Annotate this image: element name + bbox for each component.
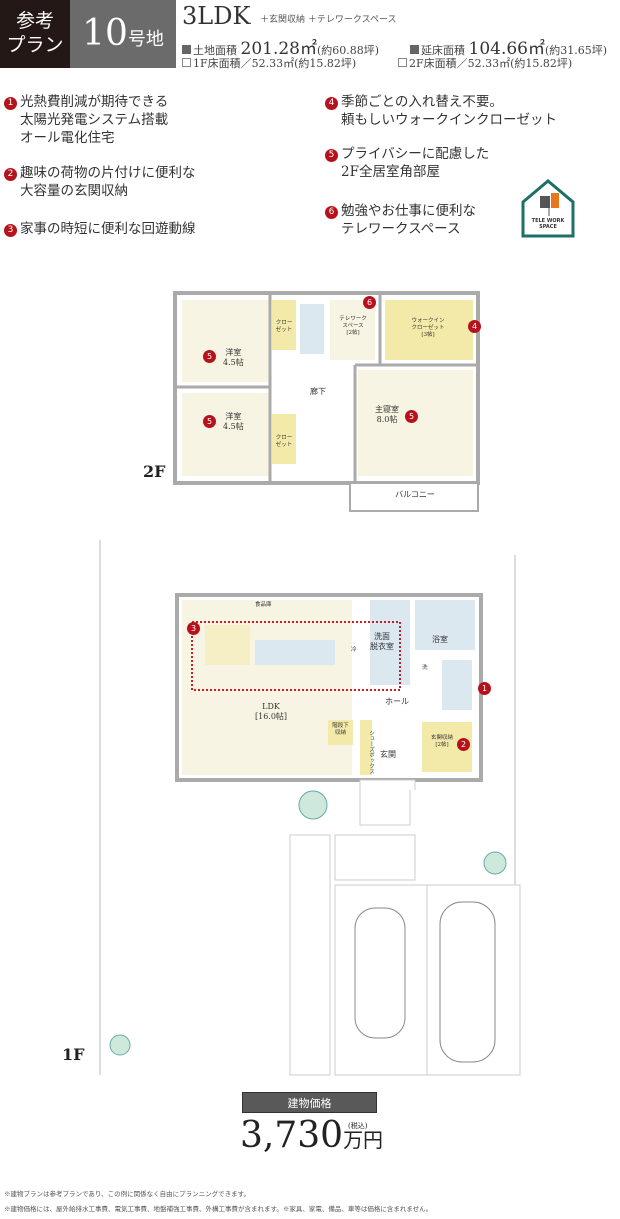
feature-text: 光熱費削減が期待できる — [20, 94, 169, 110]
site-plan-1f — [99, 540, 521, 1076]
feature-text: 勉強やお仕事に便利な — [341, 203, 476, 219]
feature-number: 3 — [4, 224, 17, 237]
marker-5: 5 — [203, 350, 216, 363]
marker-2: 2 — [457, 738, 470, 751]
lot-suffix: 号地 — [127, 29, 164, 50]
land-area: 土地面積 201.28㎡(約60.88坪) — [182, 34, 379, 59]
feature-text: オール電化住宅 — [20, 130, 115, 146]
layout-type: 3LDK — [182, 2, 251, 30]
entrance: 玄関 — [380, 750, 396, 759]
room-western-2: 洋室 4.5帖 — [223, 412, 244, 431]
feature-number: 6 — [325, 206, 338, 219]
feature-number: 1 — [4, 97, 17, 110]
floor-label-2f: 2F — [143, 462, 166, 481]
telework-space: テレワーク スペース [2帖] — [339, 316, 367, 336]
shoe-box: シューズボックス — [368, 730, 374, 774]
feature-number: 4 — [325, 97, 338, 110]
feature-text: 家事の時短に便利な回遊動線 — [20, 221, 196, 237]
room-western-1: 洋室 4.5帖 — [223, 348, 244, 367]
plan-badge: 参考プラン — [0, 0, 70, 68]
lot-badge: 10号地 — [70, 0, 176, 68]
feature-text: 太陽光発電システム搭載 — [20, 112, 169, 128]
badge-line1: 参考 — [15, 10, 54, 32]
price-amount: 3,730 — [240, 1115, 344, 1156]
feature-text: 頼もしいウォークインクローゼット — [341, 112, 557, 128]
total-floor-area: 延床面積 104.66㎡(約31.65坪) — [410, 34, 607, 59]
lot-number: 10 — [82, 13, 128, 54]
options: ＋玄関収納 ＋テレワークスペース — [260, 15, 397, 25]
fridge: 冷 — [351, 647, 357, 653]
feature-text: テレワークスペース — [341, 221, 461, 237]
marker-5: 5 — [405, 410, 418, 423]
room-ldk: LDK [16.0帖] — [255, 702, 288, 721]
floor1-area: 1F床面積／52.33㎡(約15.82坪) — [182, 55, 356, 71]
closet-2: クロー ゼット — [275, 435, 293, 448]
bathroom: 浴室 — [432, 635, 448, 644]
under-stairs-storage: 階段下 収納 — [332, 723, 349, 736]
marker-6: 6 — [363, 296, 376, 309]
feature-number: 2 — [4, 168, 17, 181]
walk-in-closet: ウォークイン クローゼット [3帖] — [411, 318, 445, 338]
floor-label-1f: 1F — [62, 1045, 85, 1064]
feature-text: 大容量の玄関収納 — [20, 183, 128, 199]
hallway: 廊下 — [310, 387, 326, 396]
pantry: 食品庫 — [255, 602, 272, 608]
feature-text: 趣味の荷物の片付けに便利な — [20, 165, 196, 181]
price-tax: (税込) — [348, 1122, 368, 1130]
marker-1: 1 — [478, 682, 491, 695]
marker-5: 5 — [203, 415, 216, 428]
washer: 洗 — [422, 665, 428, 671]
washroom: 洗面 脱衣室 — [370, 632, 394, 651]
marker-3: 3 — [187, 622, 200, 635]
master-bedroom: 主寝室 8.0帖 — [375, 405, 399, 424]
entrance-storage: 玄関収納 [2帖] — [430, 735, 453, 748]
closet-1: クロー ゼット — [275, 320, 293, 333]
floor-plan-2f: 洋室 4.5帖 洋室 4.5帖 クロー ゼット クロー ゼット テレワーク スペ… — [170, 290, 485, 515]
badge-line2: プラン — [6, 34, 64, 56]
feature-number: 5 — [325, 149, 338, 162]
floor-plan-1f: LDK [16.0帖] 洗面 脱衣室 浴室 ホール 玄関 玄関収納 [2帖] 階… — [170, 590, 500, 790]
price-label: 建物価格 — [242, 1092, 377, 1113]
footnote-1: ※建物プランは参考プランであり、この例に関係なく自由にプランニングできます。 — [4, 1190, 251, 1198]
footnote-2: ※建物価格には、屋外給排水工事費、電気工事費、地盤補強工事費、外構工事費が含まれ… — [4, 1205, 433, 1213]
hall: ホール — [385, 697, 409, 706]
feature-text: 2F全居室角部屋 — [341, 164, 440, 180]
floor2-area: 2F床面積／52.33㎡(約15.82坪) — [398, 55, 572, 71]
price: 3,730万円(税込) — [240, 1115, 383, 1156]
price-unit: 万円 — [343, 1128, 384, 1152]
marker-4: 4 — [468, 320, 481, 333]
balcony: バルコニー — [395, 490, 435, 499]
feature-text: 季節ごとの入れ替え不要。 — [341, 94, 503, 110]
feature-text: プライバシーに配慮した — [341, 146, 490, 162]
